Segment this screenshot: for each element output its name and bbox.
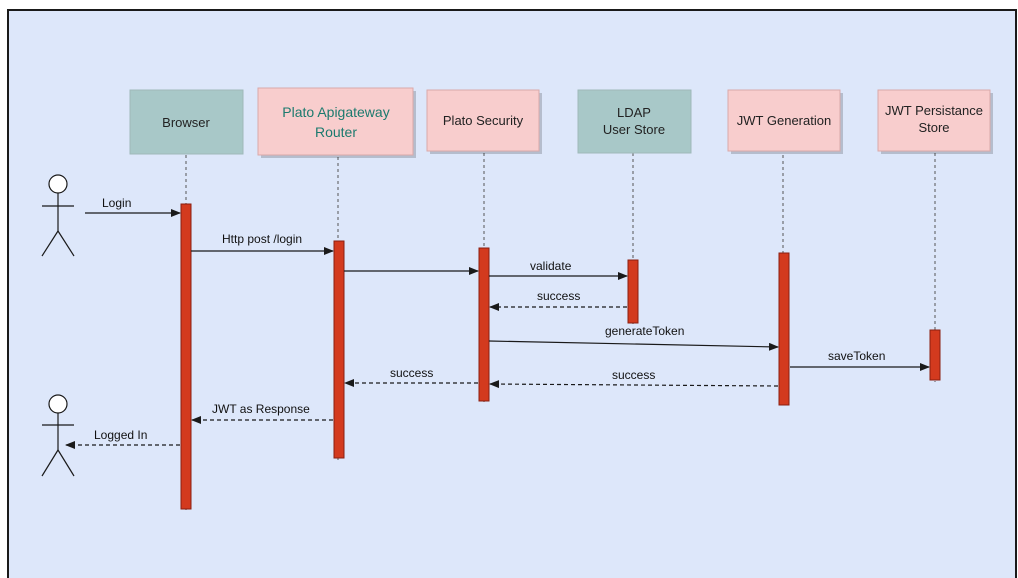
participant-jwt-store-label-1: JWT Persistance (885, 103, 983, 118)
participant-router-label-2: Router (315, 124, 357, 140)
participant-jwt-gen: JWT Generation (727, 89, 843, 154)
label-logged-in: Logged In (94, 428, 147, 442)
label-login: Login (102, 196, 131, 210)
label-success-jwt: success (612, 368, 655, 382)
messages (65, 209, 930, 449)
activation-jwt-gen (778, 252, 790, 406)
label-success-security: success (390, 366, 433, 380)
label-success-ldap: success (537, 289, 580, 303)
label-http-post: Http post /login (222, 232, 302, 246)
activation-jwt-store (929, 329, 941, 381)
participant-jwt-gen-label: JWT Generation (737, 113, 831, 128)
label-save-token: saveToken (828, 349, 885, 363)
activation-security (478, 247, 490, 402)
participant-browser-label: Browser (162, 115, 210, 130)
label-jwt-response: JWT as Response (212, 402, 310, 416)
participant-jwt-store-label-2: Store (918, 120, 949, 135)
participant-jwt-store: JWT Persistance Store (877, 89, 993, 154)
participant-browser: Browser (129, 89, 244, 155)
label-generate-token: generateToken (605, 324, 684, 338)
participant-ldap-label-1: LDAP (617, 105, 651, 120)
participant-security-label: Plato Security (443, 113, 524, 128)
activation-router (333, 240, 345, 459)
user-actor-top (41, 174, 75, 257)
activations (180, 203, 941, 510)
activation-browser (180, 203, 192, 510)
activation-ldap (627, 259, 639, 324)
participant-security: Plato Security (426, 89, 542, 154)
participant-router-label-1: Plato Apigateway (282, 104, 389, 120)
user-actor-bottom (41, 394, 75, 477)
message-success-jwt (489, 380, 779, 389)
participant-router: Plato Apigateway Router (257, 87, 416, 158)
participant-ldap-label-2: User Store (603, 122, 665, 137)
label-validate: validate (530, 259, 572, 273)
participant-ldap: LDAP User Store (577, 89, 692, 154)
message-generate-token (488, 340, 779, 351)
